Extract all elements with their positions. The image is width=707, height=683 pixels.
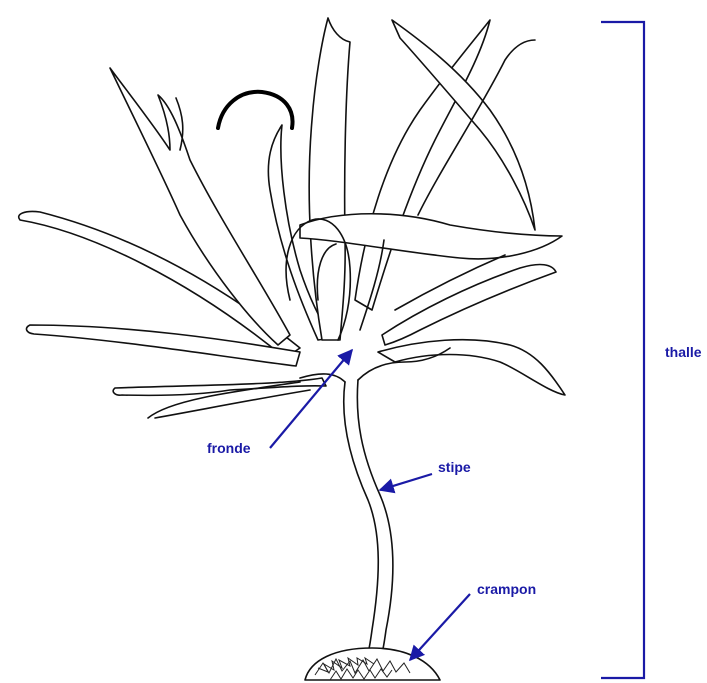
stipe-left-edge [344, 382, 379, 662]
holdfast-arrow [410, 594, 470, 660]
holdfast-label: crampon [477, 581, 536, 597]
blade-curl-dark [218, 92, 293, 128]
holdfast-drawing [305, 648, 440, 680]
blade-right-mid [382, 265, 556, 345]
thallus-label: thalle [665, 344, 702, 360]
stipe-arrow [380, 474, 432, 490]
blade-upper-left-branch [110, 68, 290, 345]
frond-drawing [19, 18, 565, 418]
blade-right-lower [378, 340, 565, 395]
holdfast-outline [305, 648, 440, 680]
stipe-drawing [300, 348, 450, 662]
blade-center-tall [309, 18, 350, 340]
frond-label: fronde [207, 440, 251, 456]
stipe-label: stipe [438, 459, 471, 475]
thallus-bracket [601, 22, 644, 678]
